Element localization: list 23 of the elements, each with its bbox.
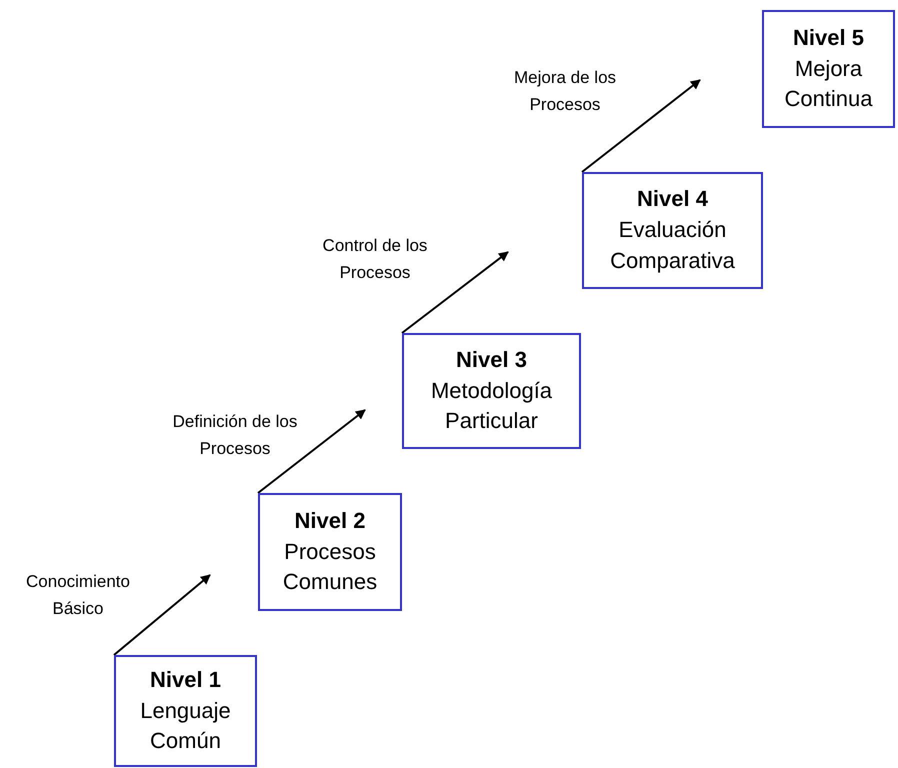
level-description: Procesos Comunes <box>282 538 378 596</box>
arrow <box>581 79 701 173</box>
edge-label: Control de los Procesos <box>322 235 428 284</box>
arrow <box>257 409 366 494</box>
edge-label: Mejora de los Procesos <box>512 67 618 116</box>
level-box <box>114 655 257 767</box>
level-box <box>258 493 402 611</box>
edge-label: Definición de los Procesos <box>172 411 298 460</box>
level-title: Nivel 4 <box>637 185 708 214</box>
arrow <box>113 574 211 656</box>
level-description: Mejora Continua <box>783 54 874 114</box>
level-box <box>762 10 895 128</box>
level-box <box>402 333 581 449</box>
level-title: Nivel 5 <box>793 24 864 52</box>
level-title: Nivel 3 <box>456 346 527 374</box>
level-box <box>582 172 763 289</box>
level-title: Nivel 1 <box>150 666 221 694</box>
level-description: Metodología Particular <box>430 376 554 436</box>
arrow <box>401 251 509 334</box>
level-description: Lenguaje Común <box>139 696 232 756</box>
level-title: Nivel 2 <box>294 506 366 535</box>
level-description: Evaluación Comparativa <box>609 216 736 275</box>
edge-label: Conocimiento Básico <box>25 571 131 620</box>
